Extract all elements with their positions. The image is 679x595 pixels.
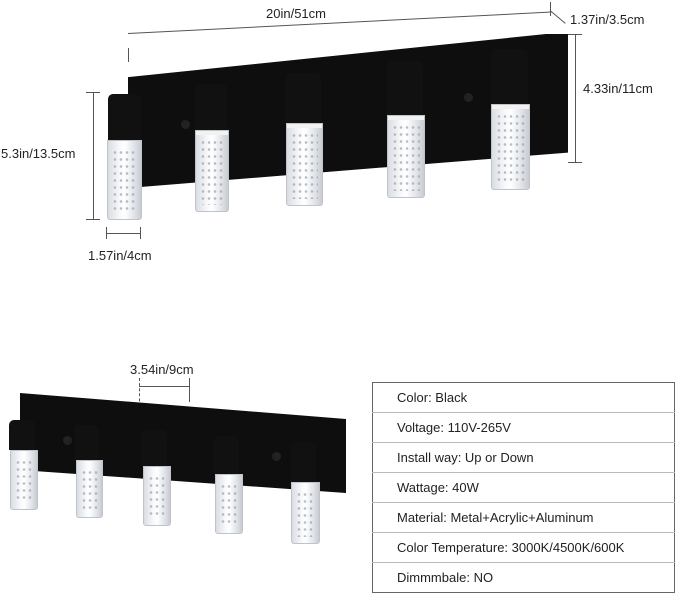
plate-height-tick-bottom — [568, 162, 582, 163]
mounting-screw — [272, 452, 281, 461]
light-cap — [491, 49, 528, 104]
light-cap — [286, 73, 321, 123]
width-dimension-tick-right — [550, 2, 551, 16]
acrylic-shade — [143, 466, 171, 526]
acrylic-shade — [195, 130, 229, 212]
table-row: Color Temperature: 3000K/4500K/600K — [372, 532, 675, 563]
acrylic-shade — [10, 450, 38, 510]
light-cap — [74, 425, 99, 460]
light-cap — [214, 436, 239, 474]
spec-table: Color: Black Voltage: 110V-265V Install … — [372, 382, 675, 593]
spec-voltage: Voltage: 110V-265V — [372, 412, 675, 443]
plate-height-label: 4.33in/11cm — [583, 81, 653, 96]
spec-color: Color: Black — [372, 382, 675, 413]
depth-dimension-line — [549, 10, 566, 24]
mounting-screw — [181, 120, 190, 129]
plate-height-tick-top — [568, 34, 582, 35]
light-cap — [387, 61, 423, 115]
width-label: 20in/51cm — [266, 6, 326, 21]
depth-label: 1.37in/3.5cm — [570, 12, 645, 27]
acrylic-shade — [491, 104, 530, 190]
light-cap — [195, 84, 227, 130]
mounting-screw — [464, 93, 473, 102]
acrylic-shade — [387, 115, 425, 198]
light-cap — [290, 442, 316, 482]
acrylic-shade — [286, 123, 323, 206]
total-height-tick-bottom — [86, 219, 100, 220]
mounting-screw — [63, 436, 72, 445]
total-height-tick-top — [86, 92, 100, 93]
shade-width-tick-right — [140, 227, 141, 239]
spacing-label: 3.54in/9cm — [130, 362, 194, 377]
acrylic-shade — [107, 140, 142, 220]
plate-height-line — [575, 34, 576, 162]
table-row: Material: Metal+Acrylic+Aluminum — [372, 502, 675, 533]
light-cap — [108, 94, 141, 140]
acrylic-shade — [215, 474, 243, 534]
acrylic-shade — [76, 460, 103, 518]
light-cap — [9, 420, 35, 450]
table-row: Install way: Up or Down — [372, 442, 675, 473]
spec-install-way: Install way: Up or Down — [372, 442, 675, 473]
total-height-label: 5.3in/13.5cm — [1, 146, 76, 161]
table-row: Color: Black — [372, 382, 675, 413]
light-cap — [141, 430, 167, 466]
table-row: Wattage: 40W — [372, 472, 675, 503]
width-dimension-tick-left — [128, 48, 129, 62]
spacing-tick-right — [189, 378, 190, 402]
spec-color-temperature: Color Temperature: 3000K/4500K/600K — [372, 532, 675, 563]
acrylic-shade — [291, 482, 320, 544]
spec-dimmable: Dimmmbale: NO — [397, 570, 494, 585]
table-row: Dimmmbale: NO — [373, 563, 675, 593]
total-height-line — [93, 92, 94, 219]
table-row: Voltage: 110V-265V — [372, 412, 675, 443]
shade-width-line — [106, 233, 141, 234]
shade-width-label: 1.57in/4cm — [88, 248, 152, 263]
spacing-dimension-line — [139, 386, 190, 387]
width-dimension-line — [127, 11, 552, 34]
spec-wattage: Wattage: 40W — [372, 472, 675, 503]
shade-width-tick-left — [106, 227, 107, 239]
spec-material: Material: Metal+Acrylic+Aluminum — [372, 502, 675, 533]
